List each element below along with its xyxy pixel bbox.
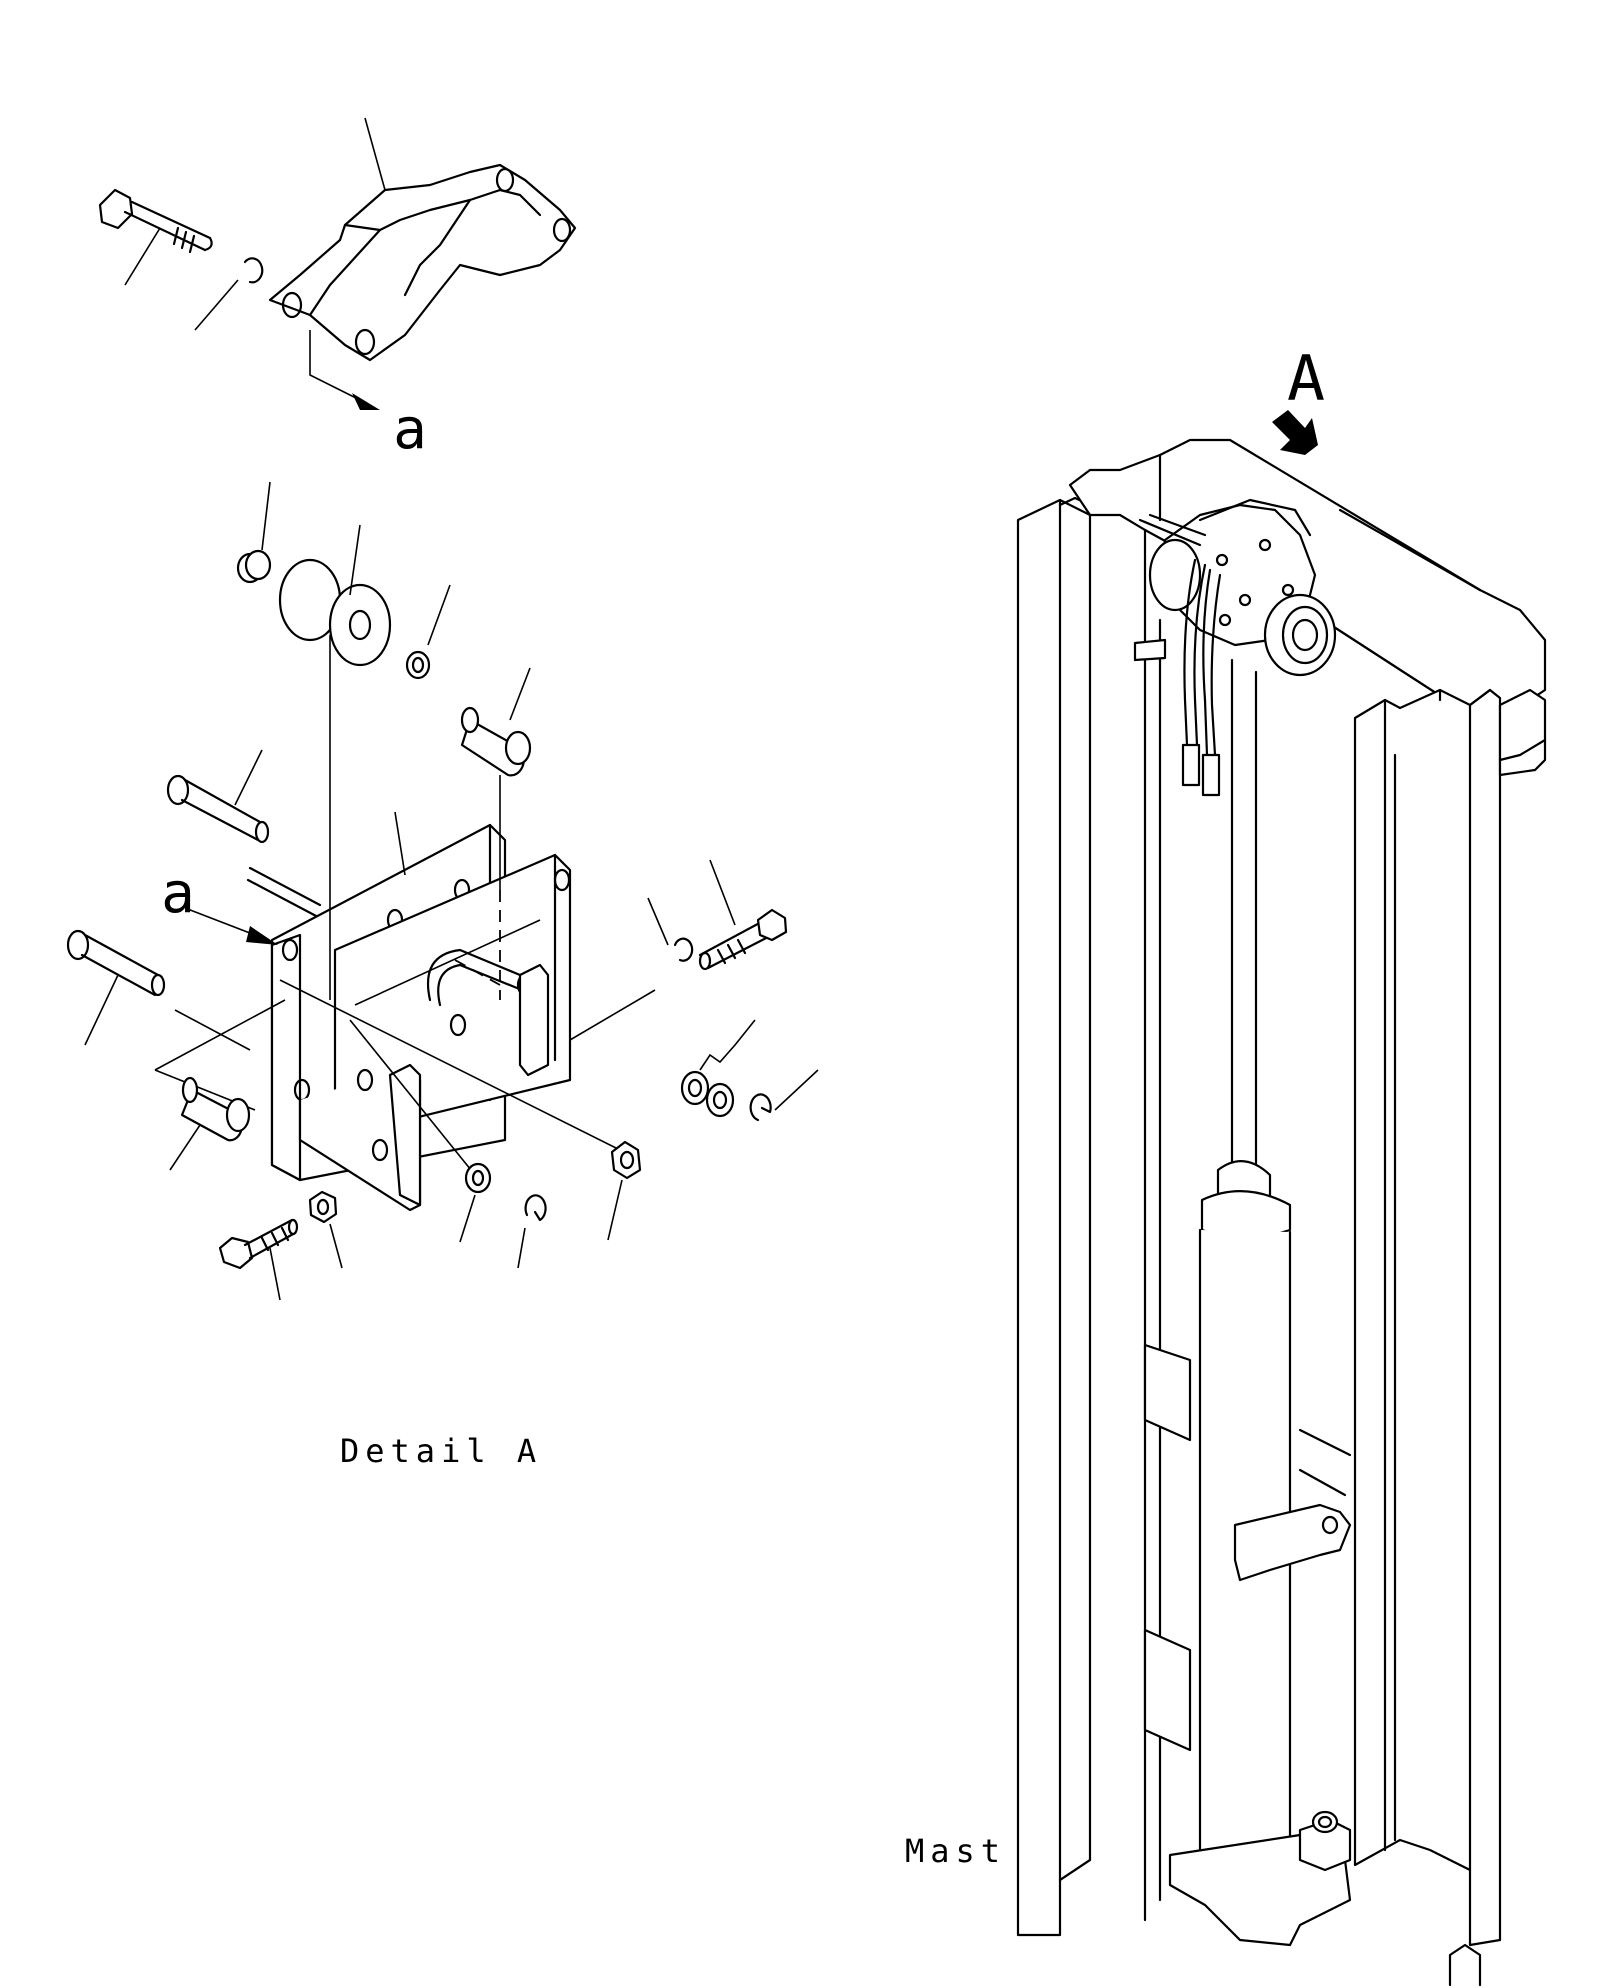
u-bracket — [426, 948, 550, 1077]
leader-line — [517, 1227, 526, 1269]
washer-bottom — [464, 1162, 492, 1194]
leader-line — [194, 279, 239, 331]
inner-mast-edge — [1298, 1428, 1352, 1457]
connection-label-a-top: a — [393, 397, 427, 462]
leader-line — [234, 749, 263, 806]
bolt-right — [698, 908, 788, 971]
leader-line — [647, 897, 669, 946]
top-bracket — [268, 163, 577, 362]
alignment-line — [279, 979, 621, 1151]
alignment-line — [154, 999, 286, 1071]
leader-line — [394, 811, 406, 876]
alignment-line-hidden — [454, 959, 501, 986]
side-roller — [1498, 688, 1547, 777]
leader-line — [269, 1247, 281, 1301]
sheave-pulley — [278, 558, 392, 667]
hex-bolt-bottom — [218, 1218, 299, 1270]
leader-line — [329, 1223, 343, 1269]
mast-left-channel — [1016, 496, 1092, 1937]
mast-pad — [1143, 1628, 1192, 1752]
snap-ring — [749, 1093, 772, 1122]
view-arrow-a — [1272, 410, 1318, 455]
leader-line — [261, 481, 271, 551]
connection-label-a-side: a — [161, 861, 195, 926]
leader-line — [169, 1124, 201, 1171]
alignment-line — [569, 989, 656, 1041]
leader-line — [364, 117, 386, 191]
snap-ring — [524, 1194, 547, 1222]
leader-line — [709, 859, 736, 926]
connection-arrow — [184, 907, 256, 936]
mast-caption: Mast — [905, 1832, 1006, 1870]
hex-nut-bottom — [308, 1190, 338, 1224]
pin-lower — [66, 929, 166, 997]
bracket-hole — [1321, 1515, 1339, 1535]
cylinder-bracket — [1233, 1503, 1352, 1582]
rod-lower — [246, 866, 322, 919]
leader-line — [607, 1179, 623, 1241]
alignment-line — [174, 1009, 251, 1051]
inner-mast-edge — [1298, 1468, 1347, 1497]
top-bracket-group — [98, 117, 577, 410]
mast-right-channel — [1353, 688, 1502, 1947]
leader-line — [124, 227, 161, 286]
alignment-line — [354, 919, 541, 1006]
leader-line — [84, 974, 119, 1046]
view-label-a: A — [1287, 342, 1325, 415]
bushing-left — [236, 549, 272, 584]
connection-arrow — [309, 330, 361, 401]
leader-line — [427, 584, 451, 646]
spacer-tube-bottom — [180, 1076, 251, 1142]
leader-line — [349, 524, 361, 596]
bracket-plate — [270, 933, 422, 1212]
leader-line — [509, 667, 531, 721]
mast-pad — [1143, 1343, 1192, 1442]
leader-line — [699, 1019, 756, 1071]
bushing-right — [405, 650, 431, 680]
connection-arrowhead — [246, 926, 278, 945]
mast-foot — [1448, 1943, 1482, 1987]
leader-line — [459, 1194, 476, 1243]
mast-group — [1016, 410, 1547, 1987]
detail-caption: Detail A — [340, 1432, 542, 1470]
lift-cylinder — [1198, 658, 1292, 1892]
c-clip — [243, 257, 264, 284]
detail-a-group — [66, 481, 819, 1301]
alignment-line — [349, 1019, 476, 1176]
top-sheave-assembly — [1133, 498, 1337, 677]
connection-arrowhead — [352, 393, 380, 410]
hex-nut-right — [610, 1140, 642, 1180]
washer-pair — [680, 1070, 735, 1118]
hydraulic-hoses — [1181, 558, 1222, 797]
spacer-tube-top — [460, 706, 532, 777]
side-roller-detail — [1498, 738, 1547, 762]
leader-line — [774, 1069, 819, 1111]
e-clip — [673, 937, 694, 962]
cylinder-base — [1168, 1810, 1352, 1947]
pin-upper — [166, 774, 270, 844]
long-bolt — [98, 188, 213, 254]
